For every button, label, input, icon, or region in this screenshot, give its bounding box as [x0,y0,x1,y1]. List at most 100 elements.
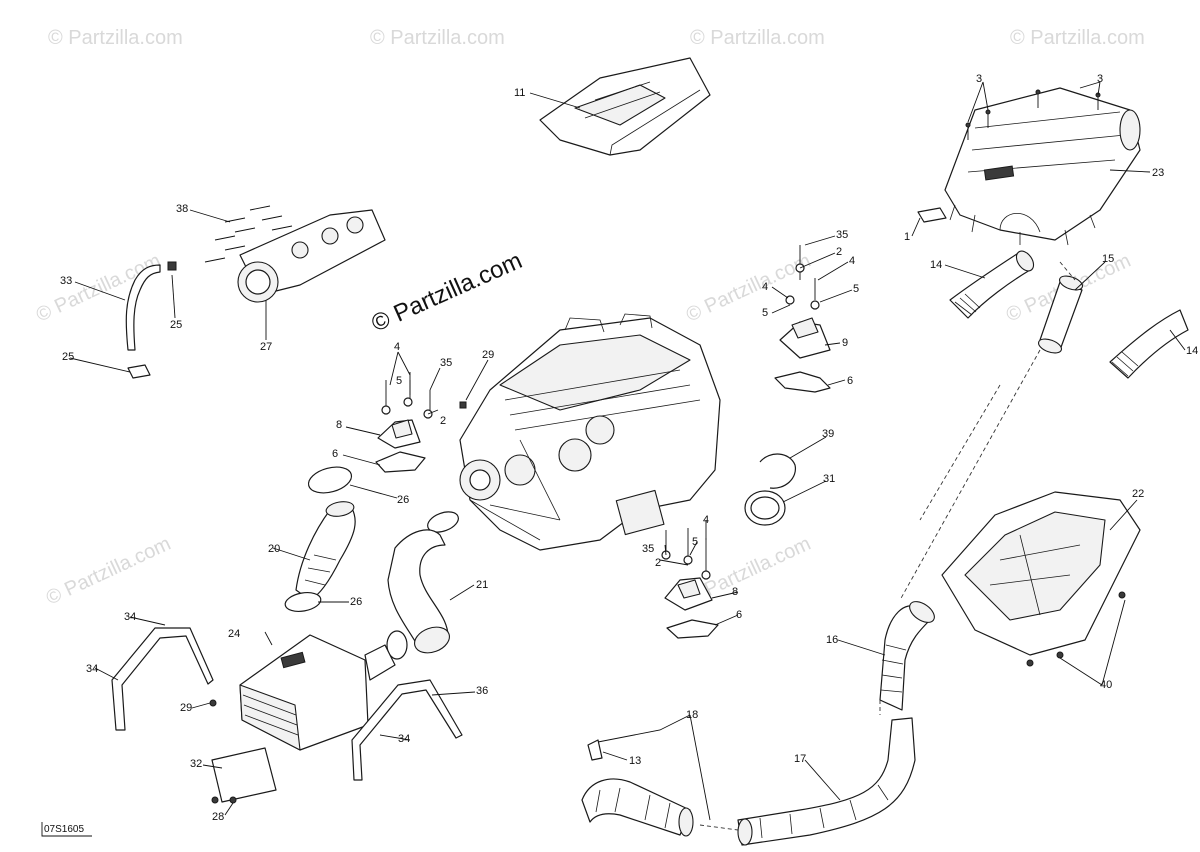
callout-29[interactable]: 29 [482,349,494,361]
intake-tube-part-15[interactable] [1037,273,1085,355]
nuts-part-28[interactable] [211,796,237,804]
callout-20[interactable]: 20 [268,543,280,555]
callout-2[interactable]: 2 [836,246,842,258]
clamp-part-26b[interactable] [425,508,461,536]
clamp-part-25[interactable] [167,261,177,271]
callout-5[interactable]: 5 [396,375,402,387]
plate-part-32[interactable] [211,747,277,803]
callout-25[interactable]: 25 [62,351,74,363]
callout-39[interactable]: 39 [822,428,834,440]
clamp-part-26c[interactable] [284,590,323,614]
duct-part-18[interactable] [581,778,694,837]
duct-part-16[interactable] [879,597,938,711]
engine-block[interactable] [459,313,721,551]
callout-11[interactable]: 11 [514,87,525,99]
clamp-part-26d[interactable] [386,630,408,660]
callout-17[interactable]: 17 [794,753,806,765]
hose-part-21[interactable] [387,529,453,658]
callout-25[interactable]: 25 [170,319,182,331]
breather-hose-part-33[interactable] [125,264,161,351]
callout-18[interactable]: 18 [686,709,698,721]
callout-24[interactable]: 24 [228,628,240,640]
engine-mount-part-8b[interactable] [664,577,713,611]
callout-14[interactable]: 14 [930,259,942,271]
callout-40[interactable]: 40 [1100,679,1112,691]
callout-28[interactable]: 28 [212,811,224,823]
callout-5[interactable]: 5 [762,307,768,319]
callout-32[interactable]: 32 [190,758,202,770]
callout-35[interactable]: 35 [642,543,654,555]
callout-4[interactable]: 4 [849,255,855,267]
engine-mount-part-9[interactable] [779,317,831,359]
hose-part-20[interactable] [295,500,356,601]
callout-8[interactable]: 8 [336,419,342,431]
callout-22[interactable]: 22 [1132,488,1144,500]
watermark: © Partzilla.com [48,27,183,49]
callout-36[interactable]: 36 [476,685,488,697]
assembly-lines [699,261,1076,831]
ring-part-39[interactable] [759,453,797,489]
callout-23[interactable]: 23 [1152,167,1164,179]
callout-16[interactable]: 16 [826,634,838,646]
callout-26[interactable]: 26 [397,494,409,506]
callout-34[interactable]: 34 [86,663,98,675]
intake-tube-part-14b[interactable] [1109,309,1189,379]
intercooler-part-24[interactable] [239,634,396,751]
decal-part-1[interactable] [917,207,947,223]
mount-plate-part-6c[interactable] [666,619,719,639]
clamp-part-25b[interactable] [127,364,151,379]
clamp-part-26a[interactable] [306,463,355,498]
engine-cover-part-11[interactable] [539,57,711,156]
callout-21[interactable]: 21 [476,579,488,591]
callout-4[interactable]: 4 [762,281,768,293]
callout-3[interactable]: 3 [1097,73,1103,85]
callout-3[interactable]: 3 [976,73,982,85]
callout-2[interactable]: 2 [655,557,661,569]
nut-part-29[interactable] [209,699,217,707]
intake-manifold-part-27[interactable] [237,209,386,303]
airbox-part-23[interactable] [944,87,1141,246]
leader-lines [69,81,1186,821]
callout-38[interactable]: 38 [176,203,188,215]
drawing-code: 07S1605 [44,824,84,835]
bracket-part-34[interactable] [111,627,214,731]
fitting-part-13[interactable] [587,739,603,761]
callout-35[interactable]: 35 [440,357,452,369]
callout-29[interactable]: 29 [180,702,192,714]
callout-15[interactable]: 15 [1102,253,1114,265]
callout-1[interactable]: 1 [904,231,910,243]
hardware-left-mount[interactable] [381,372,467,419]
duct-part-17[interactable] [737,717,916,846]
callout-34[interactable]: 34 [124,611,136,623]
callout-6[interactable]: 6 [736,609,742,621]
callout-26[interactable]: 26 [350,596,362,608]
engine-mount-part-8[interactable] [377,419,421,449]
callout-9[interactable]: 9 [842,337,848,349]
mount-plate-part-6b[interactable] [375,451,426,473]
callout-6[interactable]: 6 [332,448,338,460]
callout-27[interactable]: 27 [260,341,272,353]
callout-34[interactable]: 34 [398,733,410,745]
bolts-part-38[interactable] [204,205,293,263]
callout-2[interactable]: 2 [440,415,446,427]
screws-part-3[interactable] [965,89,1101,140]
callout-35[interactable]: 35 [836,229,848,241]
bracket-part-36[interactable] [351,679,463,781]
intake-tube-part-14[interactable] [949,248,1037,319]
callout-5[interactable]: 5 [853,283,859,295]
hardware-lower-mount[interactable] [661,528,711,580]
callout-13[interactable]: 13 [629,755,641,767]
callout-4[interactable]: 4 [703,514,709,526]
callout-5[interactable]: 5 [692,536,698,548]
callout-14[interactable]: 14 [1186,345,1198,357]
callout-4[interactable]: 4 [394,341,400,353]
callout-6[interactable]: 6 [847,375,853,387]
ring-part-31[interactable] [744,490,786,526]
callout-8[interactable]: 8 [732,586,738,598]
callout-31[interactable]: 31 [823,473,835,485]
callout-33[interactable]: 33 [60,275,72,287]
watermark: © Partzilla.com [1010,27,1145,49]
reservoir-part-22[interactable] [941,491,1141,667]
mount-plate-part-6[interactable] [774,371,831,393]
